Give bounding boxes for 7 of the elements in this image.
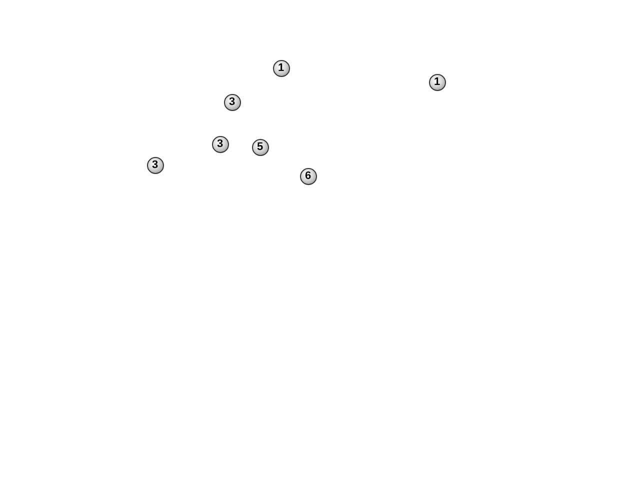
callout-number: 1: [272, 60, 290, 76]
callout-number: 3: [212, 136, 228, 152]
callout-number: 3: [224, 94, 240, 110]
callout-number: 5: [252, 138, 268, 156]
callout-number: 1: [428, 74, 446, 90]
callout-number: 3: [146, 156, 164, 174]
callout-number: 6: [300, 168, 316, 184]
